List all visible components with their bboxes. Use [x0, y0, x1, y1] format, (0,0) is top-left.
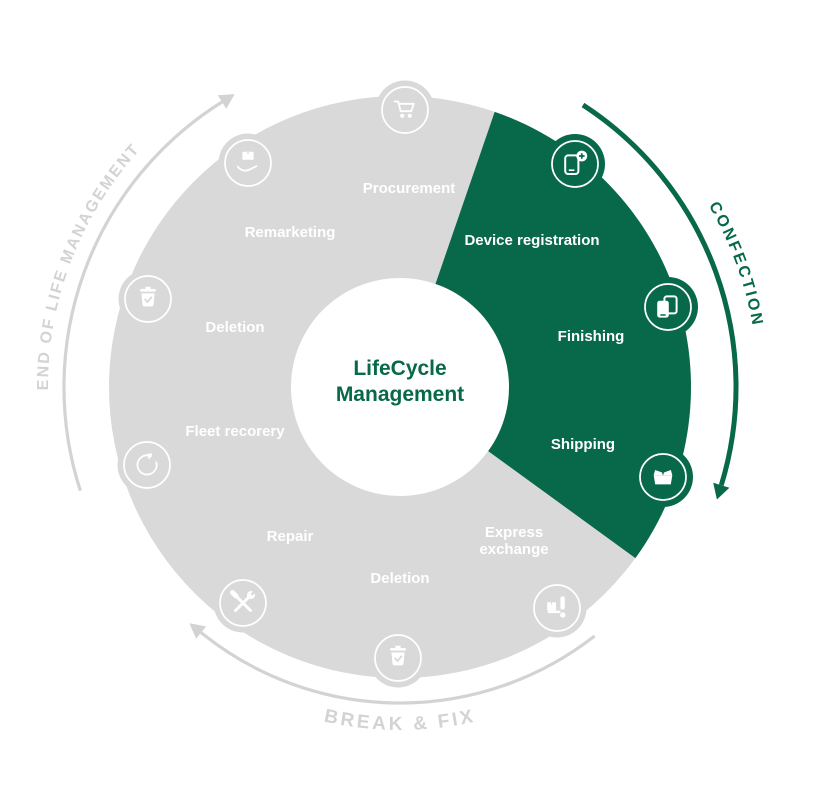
break-fix-arrowhead-icon — [189, 623, 207, 639]
icon-ring — [224, 139, 272, 187]
shopping-cart-icon — [375, 80, 435, 140]
confection-arc — [581, 102, 739, 486]
center-title-line1: LifeCycle — [353, 357, 446, 380]
open-box-icon — [633, 447, 693, 507]
label-express-exchange-line2: exchange — [479, 541, 548, 558]
icon-ring — [533, 584, 581, 632]
icon-ring — [381, 86, 429, 134]
icon-disc — [117, 435, 177, 495]
icon-disc — [375, 80, 435, 140]
trash-check-icon — [368, 628, 428, 688]
tools-icon — [213, 573, 273, 633]
icon-disc — [218, 133, 278, 193]
hand-box-icon — [218, 133, 278, 193]
end-of-life-arc — [62, 100, 223, 492]
restore-arrow-icon — [117, 435, 177, 495]
label-deletion-upper: Deletion — [205, 319, 264, 336]
end-of-life-arrowhead-icon — [217, 94, 235, 109]
hand-truck-icon — [527, 578, 587, 638]
devices-icon — [638, 277, 698, 337]
label-remarketing: Remarketing — [245, 224, 336, 241]
break-fix-arc-label: BREAK & FIX — [322, 706, 477, 735]
icon-ring — [123, 441, 171, 489]
label-express-exchange-line1: Express — [485, 524, 543, 541]
label-shipping: Shipping — [551, 436, 615, 453]
label-device-registration: Device registration — [464, 232, 599, 249]
break-fix-arc — [200, 631, 596, 705]
icon-disc — [527, 578, 587, 638]
label-deletion-lower: Deletion — [370, 570, 429, 587]
confection-green-sector — [400, 111, 691, 559]
trash-check-icon — [118, 269, 178, 329]
label-fleet-recovery: Fleet recorery — [185, 423, 285, 440]
confection-arrowhead-icon — [713, 482, 730, 500]
icon-ring — [644, 283, 692, 331]
icon-ring — [124, 275, 172, 323]
icon-ring — [551, 140, 599, 188]
label-finishing: Finishing — [558, 328, 625, 345]
center-hub — [291, 278, 509, 496]
icon-ring — [219, 579, 267, 627]
center-title-line2: Management — [336, 383, 464, 406]
label-procurement: Procurement — [363, 180, 456, 197]
icon-ring — [639, 453, 687, 501]
phone-add-icon — [545, 134, 605, 194]
icon-ring — [374, 634, 422, 682]
icon-disc — [545, 134, 605, 194]
label-repair: Repair — [267, 528, 314, 545]
